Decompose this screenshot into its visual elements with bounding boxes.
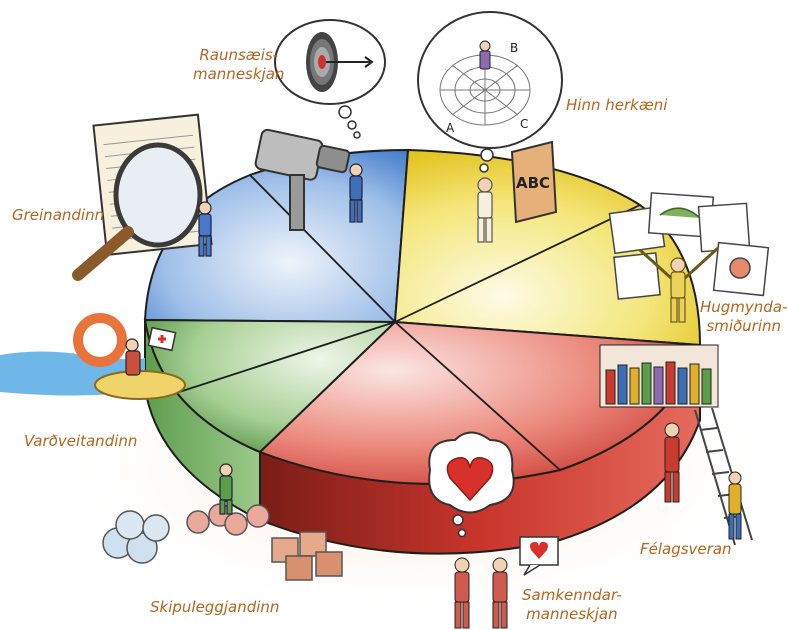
web-figure [479,40,491,70]
web-letter-a: A [446,121,455,135]
organizer-figure [219,463,233,515]
small-heart-icon [530,541,548,559]
raft-icon [94,370,186,400]
label-samkenndar-line2: manneskjan [526,605,618,623]
abc-sign-text: ABC [516,174,550,192]
label-raunsaeis: Raunsæis- manneskjan [193,46,284,84]
target-icon [306,32,374,92]
label-greinandinn: Greinandinn [12,206,105,224]
telescope-icon [254,128,351,231]
pie-segment-blue [143,148,410,324]
crowd-icon [599,344,719,408]
magnifier-icon [72,113,213,281]
social-figures [664,422,742,540]
first-aid-icon [147,326,177,352]
strategist-figure [477,177,493,243]
label-skipuleggjandinn: Skipuleggjandinn [150,598,280,616]
abc-sign-icon: ABC [510,140,558,224]
web-letter-b: B [510,41,518,55]
pie-segment-green [143,318,398,454]
label-samkenndar: Samkenndar- manneskjan [522,586,622,624]
label-raunsaeis-line1: Raunsæis- [199,46,279,64]
realist-figure [349,163,363,223]
speech-bubble-heart [519,536,559,576]
web-letter-c: C [520,117,528,131]
label-hugmynda-line1: Hugmynda- [700,298,788,316]
analyst-figure [198,201,212,257]
blocks-icon [102,503,343,581]
label-hugmynda: Hugmynda- smiðurinn [700,298,787,336]
pie-top [143,148,702,485]
label-hugmynda-line2: smiðurinn [706,317,782,335]
label-samkenndar-line1: Samkenndar- [522,586,622,604]
guardian-figure [125,338,141,376]
label-herkaeni: Hinn herkæni [566,96,668,114]
life-ring-icon [73,313,127,367]
idea-cards-icon [608,192,770,300]
empathy-figures [454,557,508,629]
idea-maker-figure [638,246,720,323]
label-vardveitandinn: Varðveitandinn [24,432,138,450]
label-raunsaeis-line2: manneskjan [193,65,285,83]
heart-icon [446,456,494,502]
label-felagsveran: Félagsveran [640,540,732,558]
